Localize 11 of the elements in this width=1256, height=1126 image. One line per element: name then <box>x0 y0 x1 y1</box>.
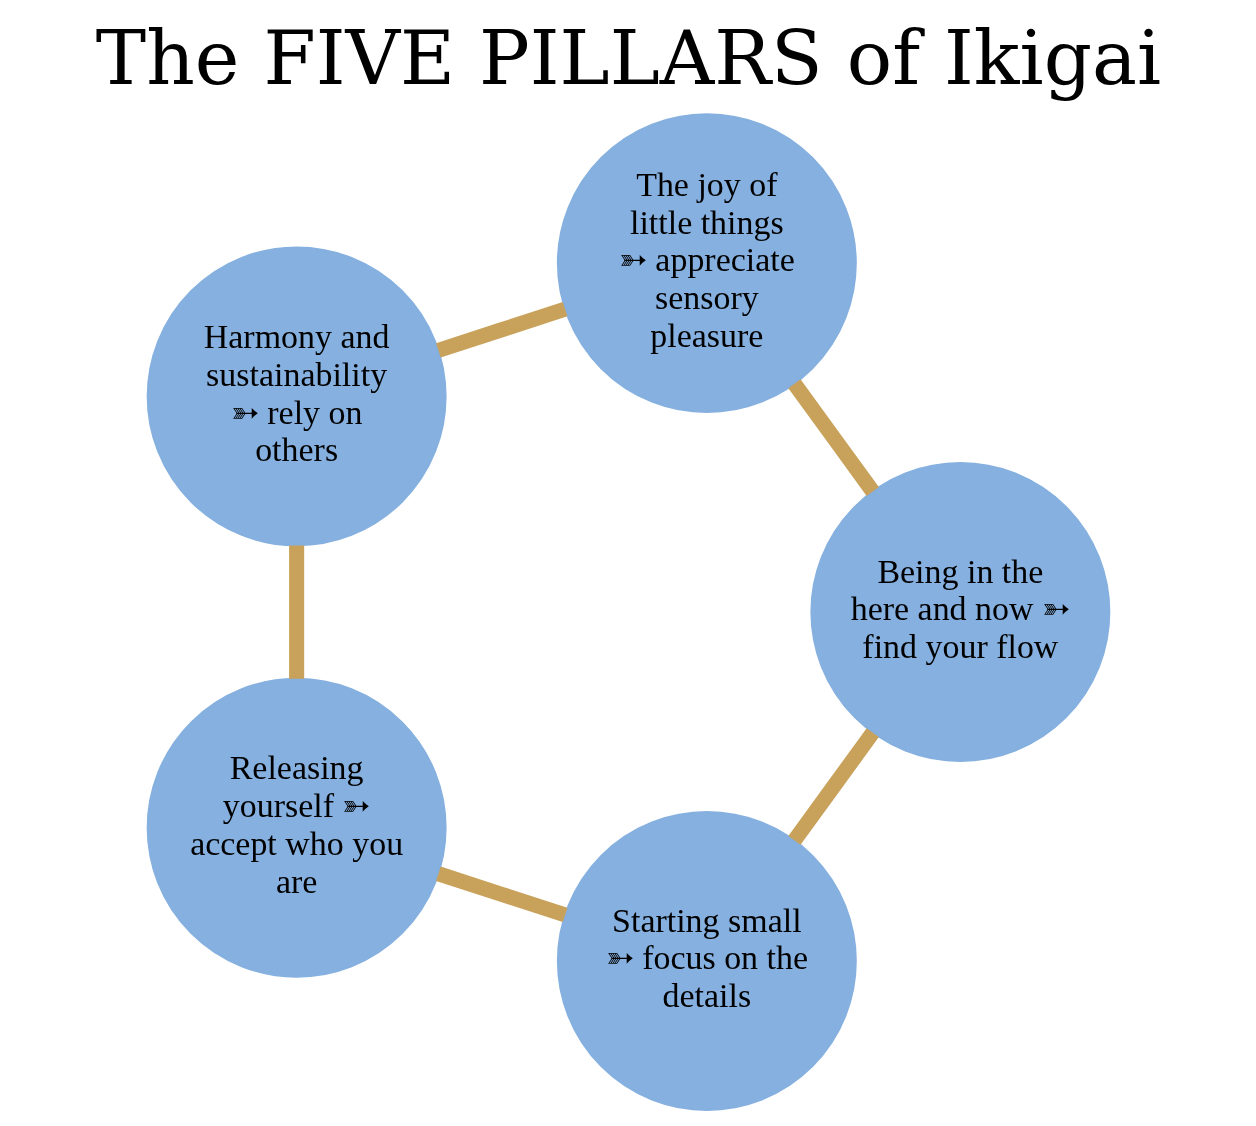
node-circle: Releasing yourself ➳ accept who you are <box>146 677 447 978</box>
node-circle: Harmony and sustainability ➳ rely on others <box>146 246 447 547</box>
connector <box>787 379 879 496</box>
node-circle: The joy of little things ➳ appreciate sensory pleasure <box>556 113 857 414</box>
connector <box>787 728 879 845</box>
connector <box>288 545 304 679</box>
node-circle: Being in the here and now ➳ find your flow <box>809 462 1110 763</box>
diagram-title: The FIVE PILLARS of Ikigai <box>95 13 1161 102</box>
node-circle: Starting small ➳ focus on the details <box>556 811 857 1111</box>
connector <box>435 866 567 923</box>
connector <box>435 302 567 358</box>
